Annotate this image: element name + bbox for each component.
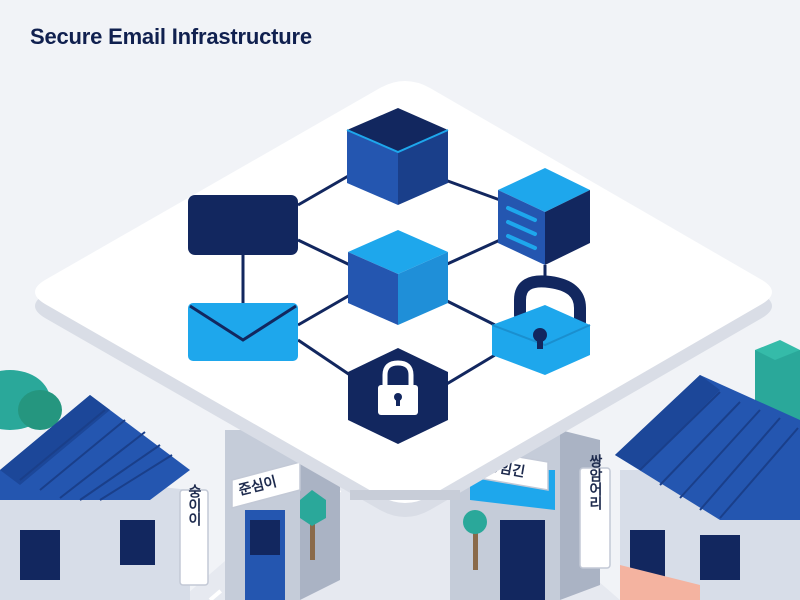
tree-center-right [463,510,487,570]
tree-center-left [300,490,326,560]
network-connectors [241,173,547,387]
street-sign-left-vertical: 숭이이 [179,484,209,586]
cube-center-icon [348,230,448,325]
town-background: 숭이이 준심이 승임긴 쌍암어리 [0,340,800,600]
bush-left [0,370,62,430]
house-left [0,395,190,600]
sign-text-left: 숭이이 [186,484,202,527]
lock-hexagon-icon [348,348,448,444]
page-title: Secure Email Infrastructure [30,24,312,49]
padlock-icon [491,275,591,375]
cube-top-icon [346,108,449,205]
message-box-icon [188,195,298,255]
sign-text-right: 쌍암어리 [587,454,603,511]
street-sign-right-vertical: 쌍암어리 [579,454,611,569]
envelope-icon [188,303,298,361]
street-sign-center-left: 준심이 [231,461,301,509]
house-right [615,375,800,600]
server-icon [498,168,590,265]
